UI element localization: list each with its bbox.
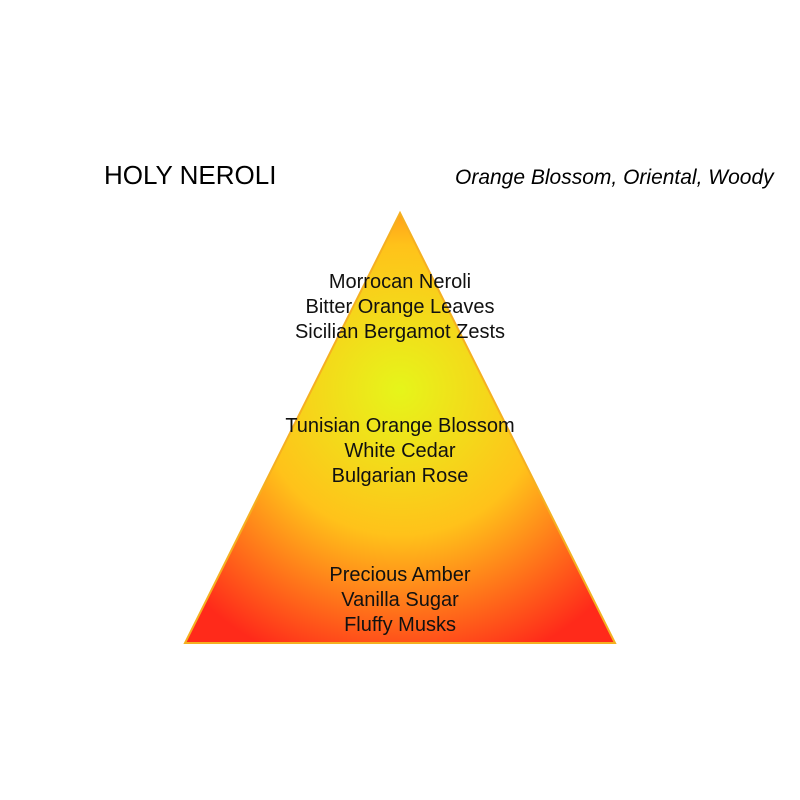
fragrance-title: HOLY NEROLI	[104, 160, 277, 190]
pyramid-triangle	[183, 210, 617, 644]
note: Precious Amber	[329, 564, 471, 586]
note: Sicilian Bergamot Zests	[294, 321, 506, 343]
note: Bulgarian Rose	[331, 465, 469, 487]
note: Fluffy Musks	[344, 614, 456, 636]
heart-notes: Tunisian Orange Blossom White Cedar Bulg…	[200, 414, 600, 489]
note: White Cedar	[344, 440, 456, 462]
note: Bitter Orange Leaves	[305, 296, 495, 318]
top-notes: Morrocan Neroli Bitter Orange Leaves Sic…	[200, 270, 600, 345]
base-notes: Precious Amber Vanilla Sugar Fluffy Musk…	[200, 563, 600, 638]
note: Vanilla Sugar	[341, 589, 459, 611]
note: Tunisian Orange Blossom	[285, 415, 515, 437]
note: Morrocan Neroli	[328, 271, 472, 293]
fragrance-family: Orange Blossom, Oriental, Woody	[455, 166, 774, 189]
